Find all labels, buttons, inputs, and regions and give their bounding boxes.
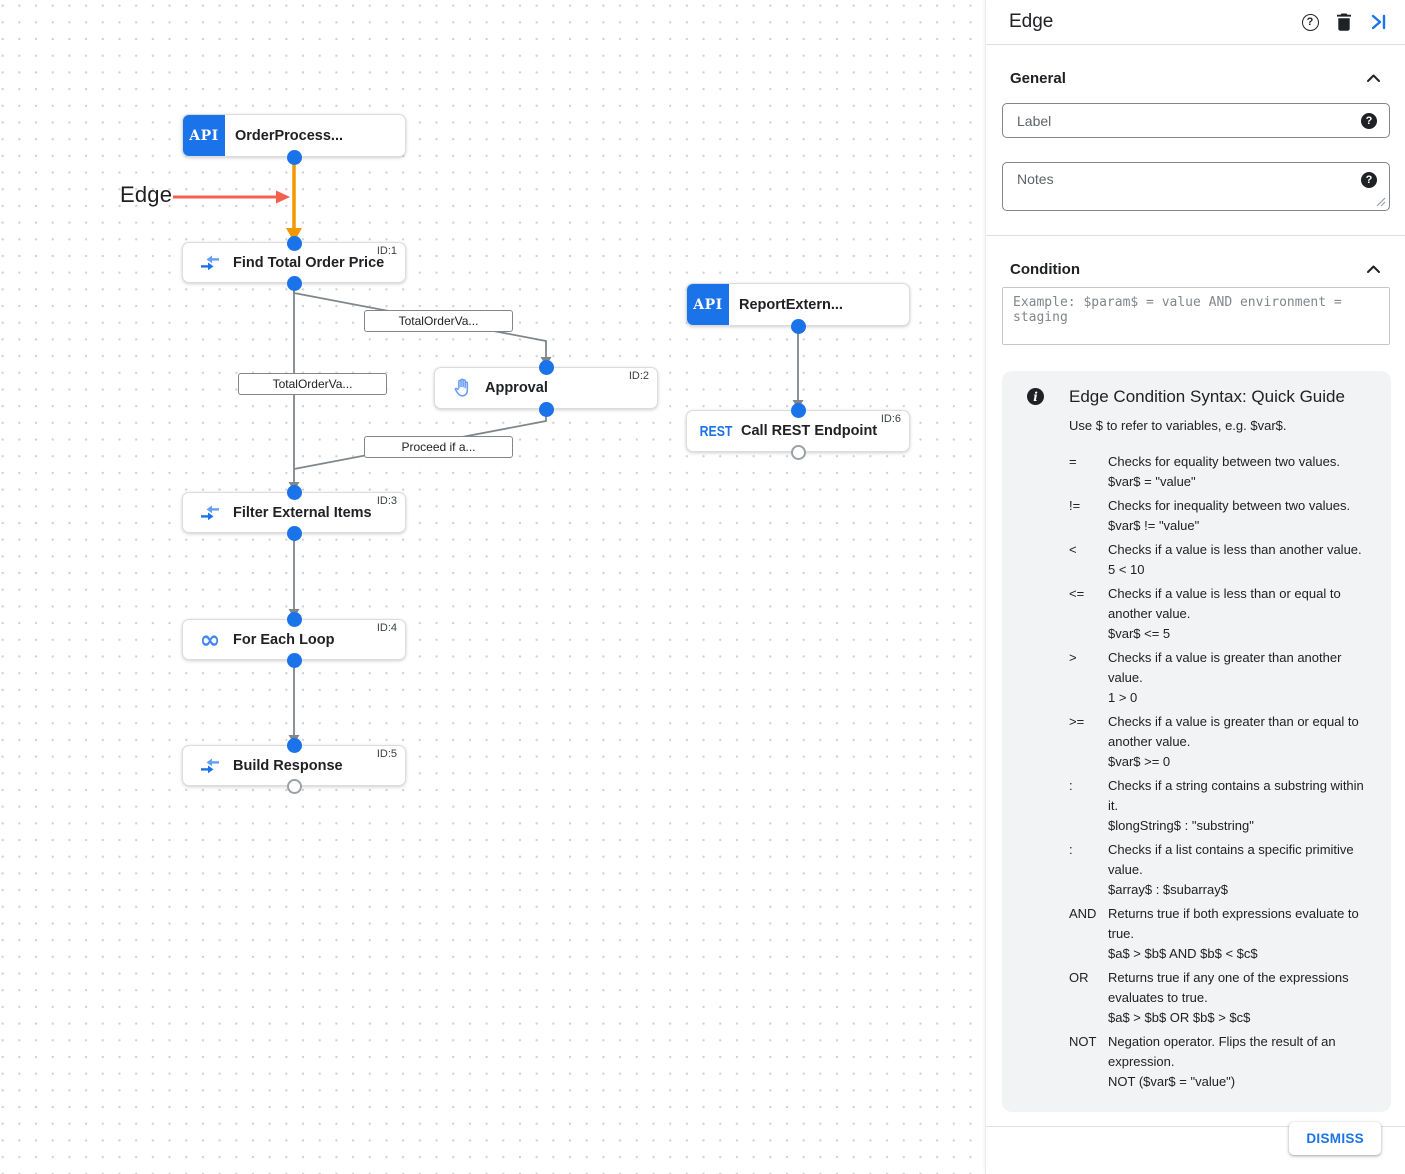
data-mapping-icon [197, 505, 223, 521]
general-section-header[interactable]: General [986, 67, 1405, 89]
connection-dot[interactable] [790, 403, 806, 418]
connection-dot[interactable] [286, 653, 302, 668]
edge-report-to-rest[interactable] [792, 326, 804, 409]
connection-dot[interactable] [286, 738, 302, 753]
node-title: Approval [485, 380, 548, 396]
panel-title: Edge [1009, 11, 1054, 32]
panel-header: Edge ? [986, 0, 1405, 45]
panel-footer: DISMISS [986, 1122, 1405, 1174]
connection-dot[interactable] [286, 236, 302, 251]
node-id-badge: ID:1 [376, 245, 397, 257]
help-icon[interactable]: ? [1361, 172, 1377, 188]
edge-label-to-filter[interactable]: TotalOrderVa... [238, 373, 387, 395]
edge-label-to-approval[interactable]: TotalOrderVa... [364, 310, 513, 332]
guide-title: Edge Condition Syntax: Quick Guide [1069, 387, 1345, 406]
condition-syntax-guide: i Edge Condition Syntax: Quick Guide Use… [1002, 371, 1391, 1112]
rest-icon: REST [699, 422, 733, 440]
connection-dot[interactable] [538, 402, 554, 417]
chevron-up-icon [1367, 265, 1380, 273]
collapse-panel-button[interactable] [1361, 14, 1395, 30]
delete-edge-button[interactable] [1327, 13, 1361, 31]
node-order-process[interactable]: API OrderProcess... [182, 114, 406, 157]
loop-infinity-icon: ∞ [199, 624, 221, 654]
guide-subtitle: Use $ to refer to variables, e.g. $var$. [1069, 418, 1287, 433]
workflow-canvas[interactable]: Edge API OrderProcess... ID:1 Find Total… [0, 0, 985, 1174]
guide-row: : Checks if a list contains a specific p… [1069, 842, 1354, 897]
guide-rows: = Checks for equality between two values… [1069, 452, 1376, 1092]
collapse-right-icon [1371, 14, 1386, 30]
api-trigger-icon: API [687, 284, 729, 325]
approval-hand-icon [449, 377, 475, 399]
node-report-extern[interactable]: API ReportExtern... [686, 283, 910, 326]
label-field-wrapper: ? [1002, 103, 1390, 138]
guide-row: <= Checks if a value is less than or equ… [1069, 586, 1341, 641]
connection-dot[interactable] [286, 526, 302, 541]
node-title: Build Response [233, 757, 343, 774]
notes-field-wrapper: ? [1002, 162, 1390, 211]
edge-filter-to-foreach[interactable] [288, 533, 300, 618]
section-title: General [1010, 69, 1066, 87]
trash-icon [1337, 13, 1351, 31]
edge-properties-panel: Edge ? General [985, 0, 1405, 1174]
edge-annotation-label: Edge [120, 182, 173, 207]
connection-dot[interactable] [286, 150, 302, 165]
condition-section-header[interactable]: Condition [986, 258, 1405, 280]
node-id-badge: ID:4 [376, 622, 397, 634]
node-title: Call REST Endpoint [741, 423, 878, 439]
guide-row: = Checks for equality between two values… [1069, 454, 1340, 489]
node-title: For Each Loop [233, 631, 335, 648]
guide-row: != Checks for inequality between two val… [1069, 498, 1351, 533]
guide-row: >= Checks if a value is greater than or … [1069, 714, 1359, 769]
api-trigger-icon: API [183, 115, 225, 156]
edge-foreach-to-build[interactable] [288, 660, 300, 744]
edges-layer [173, 158, 804, 744]
node-title: Find Total Order Price [233, 254, 385, 271]
node-title: Filter External Items [233, 504, 372, 521]
data-mapping-icon [197, 758, 223, 774]
output-dot[interactable] [791, 445, 806, 460]
guide-row: < Checks if a value is less than another… [1069, 542, 1362, 577]
node-id-badge: ID:2 [628, 370, 649, 382]
connection-dot[interactable] [538, 360, 554, 375]
chevron-up-icon [1367, 74, 1380, 82]
label-input[interactable] [1003, 104, 1389, 137]
help-icon: ? [1301, 13, 1319, 31]
notes-input[interactable] [1003, 163, 1389, 210]
output-dot[interactable] [287, 779, 302, 794]
guide-row: AND Returns true if both expressions eva… [1069, 906, 1359, 961]
section-title: Condition [1010, 260, 1080, 278]
help-button[interactable]: ? [1293, 13, 1327, 31]
guide-row: NOT Negation operator. Flips the result … [1069, 1034, 1336, 1089]
condition-input[interactable] [1003, 288, 1389, 344]
edge-orderprocess-to-find[interactable] [286, 158, 302, 242]
edge-label-from-approval[interactable]: Proceed if a... [364, 436, 513, 458]
node-title: OrderProcess... [235, 127, 343, 144]
info-icon: i [1027, 388, 1044, 405]
section-divider [986, 235, 1405, 236]
guide-row: OR Returns true if any one of the expres… [1069, 970, 1349, 1025]
connection-dot[interactable] [286, 485, 302, 500]
resize-handle-icon[interactable] [1376, 197, 1386, 207]
data-mapping-icon [197, 255, 223, 271]
dismiss-button[interactable]: DISMISS [1289, 1122, 1381, 1155]
node-title: ReportExtern... [739, 296, 843, 313]
node-id-badge: ID:6 [880, 413, 901, 425]
guide-row: > Checks if a value is greater than anot… [1069, 650, 1342, 705]
node-id-badge: ID:5 [376, 748, 397, 760]
connection-dot[interactable] [790, 319, 806, 334]
help-icon[interactable]: ? [1361, 113, 1377, 129]
connection-dot[interactable] [286, 276, 302, 291]
node-id-badge: ID:3 [376, 495, 397, 507]
condition-field-wrapper [1002, 287, 1390, 345]
guide-row: : Checks if a string contains a substrin… [1069, 778, 1364, 833]
annotation-arrow [173, 190, 290, 204]
connection-dot[interactable] [286, 612, 302, 627]
